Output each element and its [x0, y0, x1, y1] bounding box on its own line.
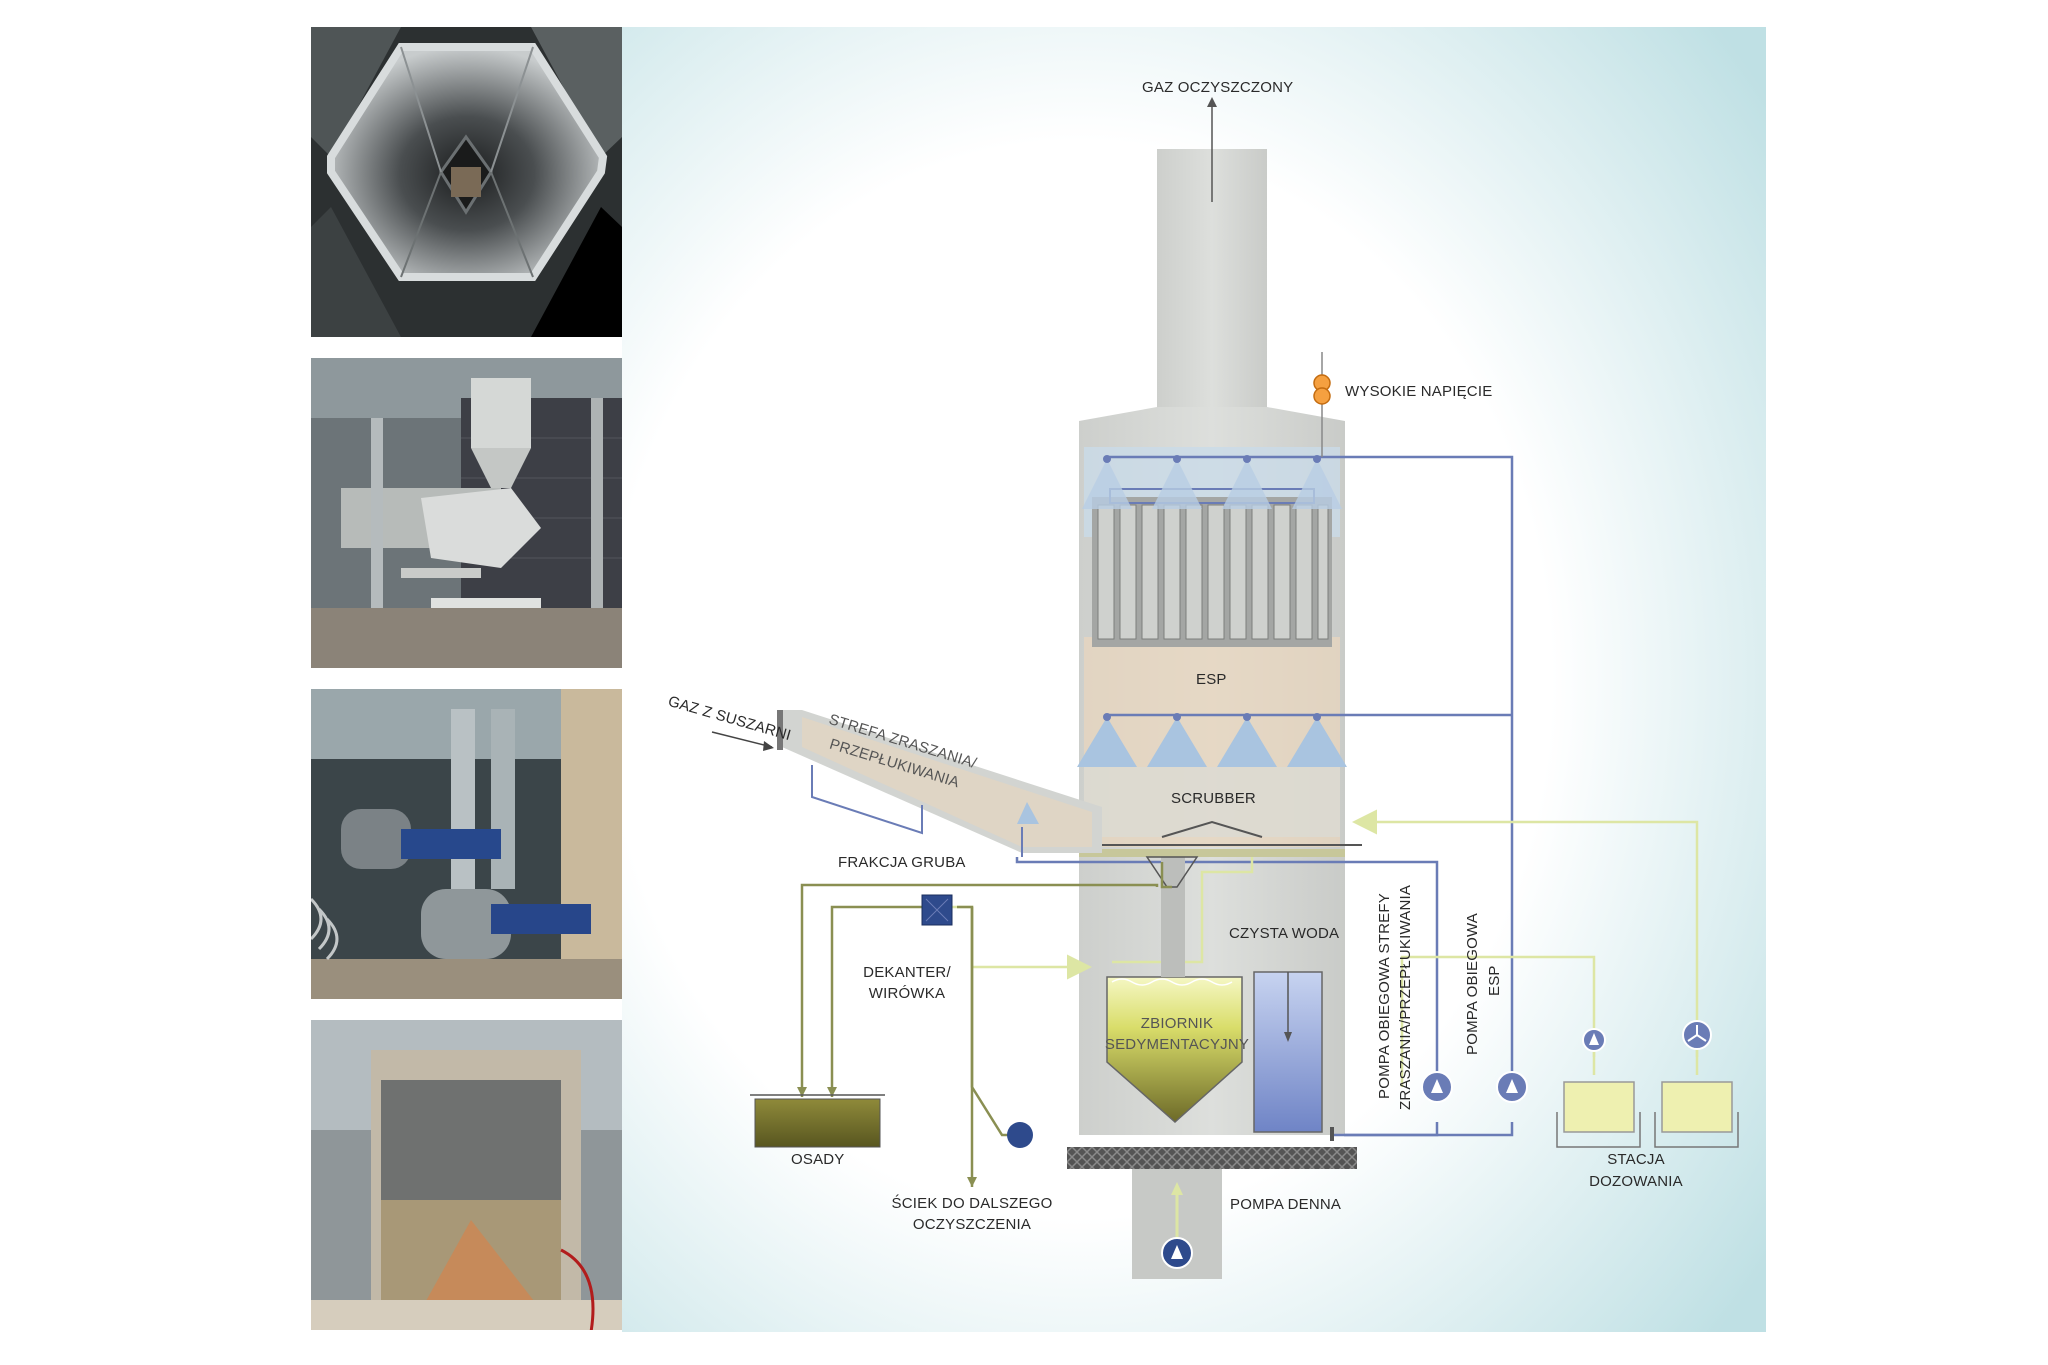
sludge-label: OSADY: [791, 1151, 845, 1168]
coarse-fraction-label: FRAKCJA GRUBA: [838, 854, 966, 871]
clean-gas-label: GAZ OCZYSZCZONY: [1142, 79, 1293, 96]
hexagonal-esp-tubes-photo: [311, 27, 622, 337]
scrubber-label: SCRUBBER: [1171, 790, 1256, 807]
dosing-label-line2: DOZOWANIA: [1586, 1173, 1686, 1190]
esp-pump-label-line1: POMPA OBIEGOWA: [1464, 913, 1481, 1055]
sedimentation-label-line1: ZBIORNIK: [1102, 1015, 1252, 1032]
transfer-pump[interactable]: [1007, 1122, 1033, 1148]
quench-pump-label-line2: ZRASZANIA/PRZEPŁUKIWANIA: [1397, 885, 1414, 1110]
wastewater-label-line2: OCZYSZCZENIA: [882, 1216, 1062, 1233]
high-voltage-label: WYSOKIE NAPIĘCIE: [1345, 383, 1492, 400]
esp-pump-label-line2: ESP: [1486, 965, 1503, 996]
process-diagram: GAZ OCZYSZCZONY WYSOKIE NAPIĘCIE ESP GAZ…: [622, 27, 1766, 1332]
foundation: [1067, 1147, 1357, 1169]
dosing-label-line1: STACJA: [1586, 1151, 1686, 1168]
quench-pump-label-line1: POMPA OBIEGOWA STREFY: [1376, 893, 1393, 1099]
sludge-tank: [750, 1095, 885, 1147]
bottom-pump-label: POMPA DENNA: [1230, 1196, 1341, 1213]
circulation-pumps-photo: [311, 689, 622, 999]
sedimentation-label-line2: SEDYMENTACYJNY: [1102, 1036, 1252, 1053]
dryer-hopper-structure-photo: [311, 358, 622, 668]
wastewater-label-line1: ŚCIEK DO DALSZEGO: [882, 1195, 1062, 1212]
esp-electrodes: [1092, 489, 1332, 647]
decanter-label-line1: DEKANTER/: [847, 964, 967, 981]
esp-label: ESP: [1196, 671, 1227, 688]
decanter-label-line2: WIRÓWKA: [847, 985, 967, 1002]
clean-water-tank: [1254, 972, 1322, 1132]
sludge-container-photo: [311, 1020, 622, 1330]
clean-water-label: CZYSTA WODA: [1229, 925, 1339, 942]
